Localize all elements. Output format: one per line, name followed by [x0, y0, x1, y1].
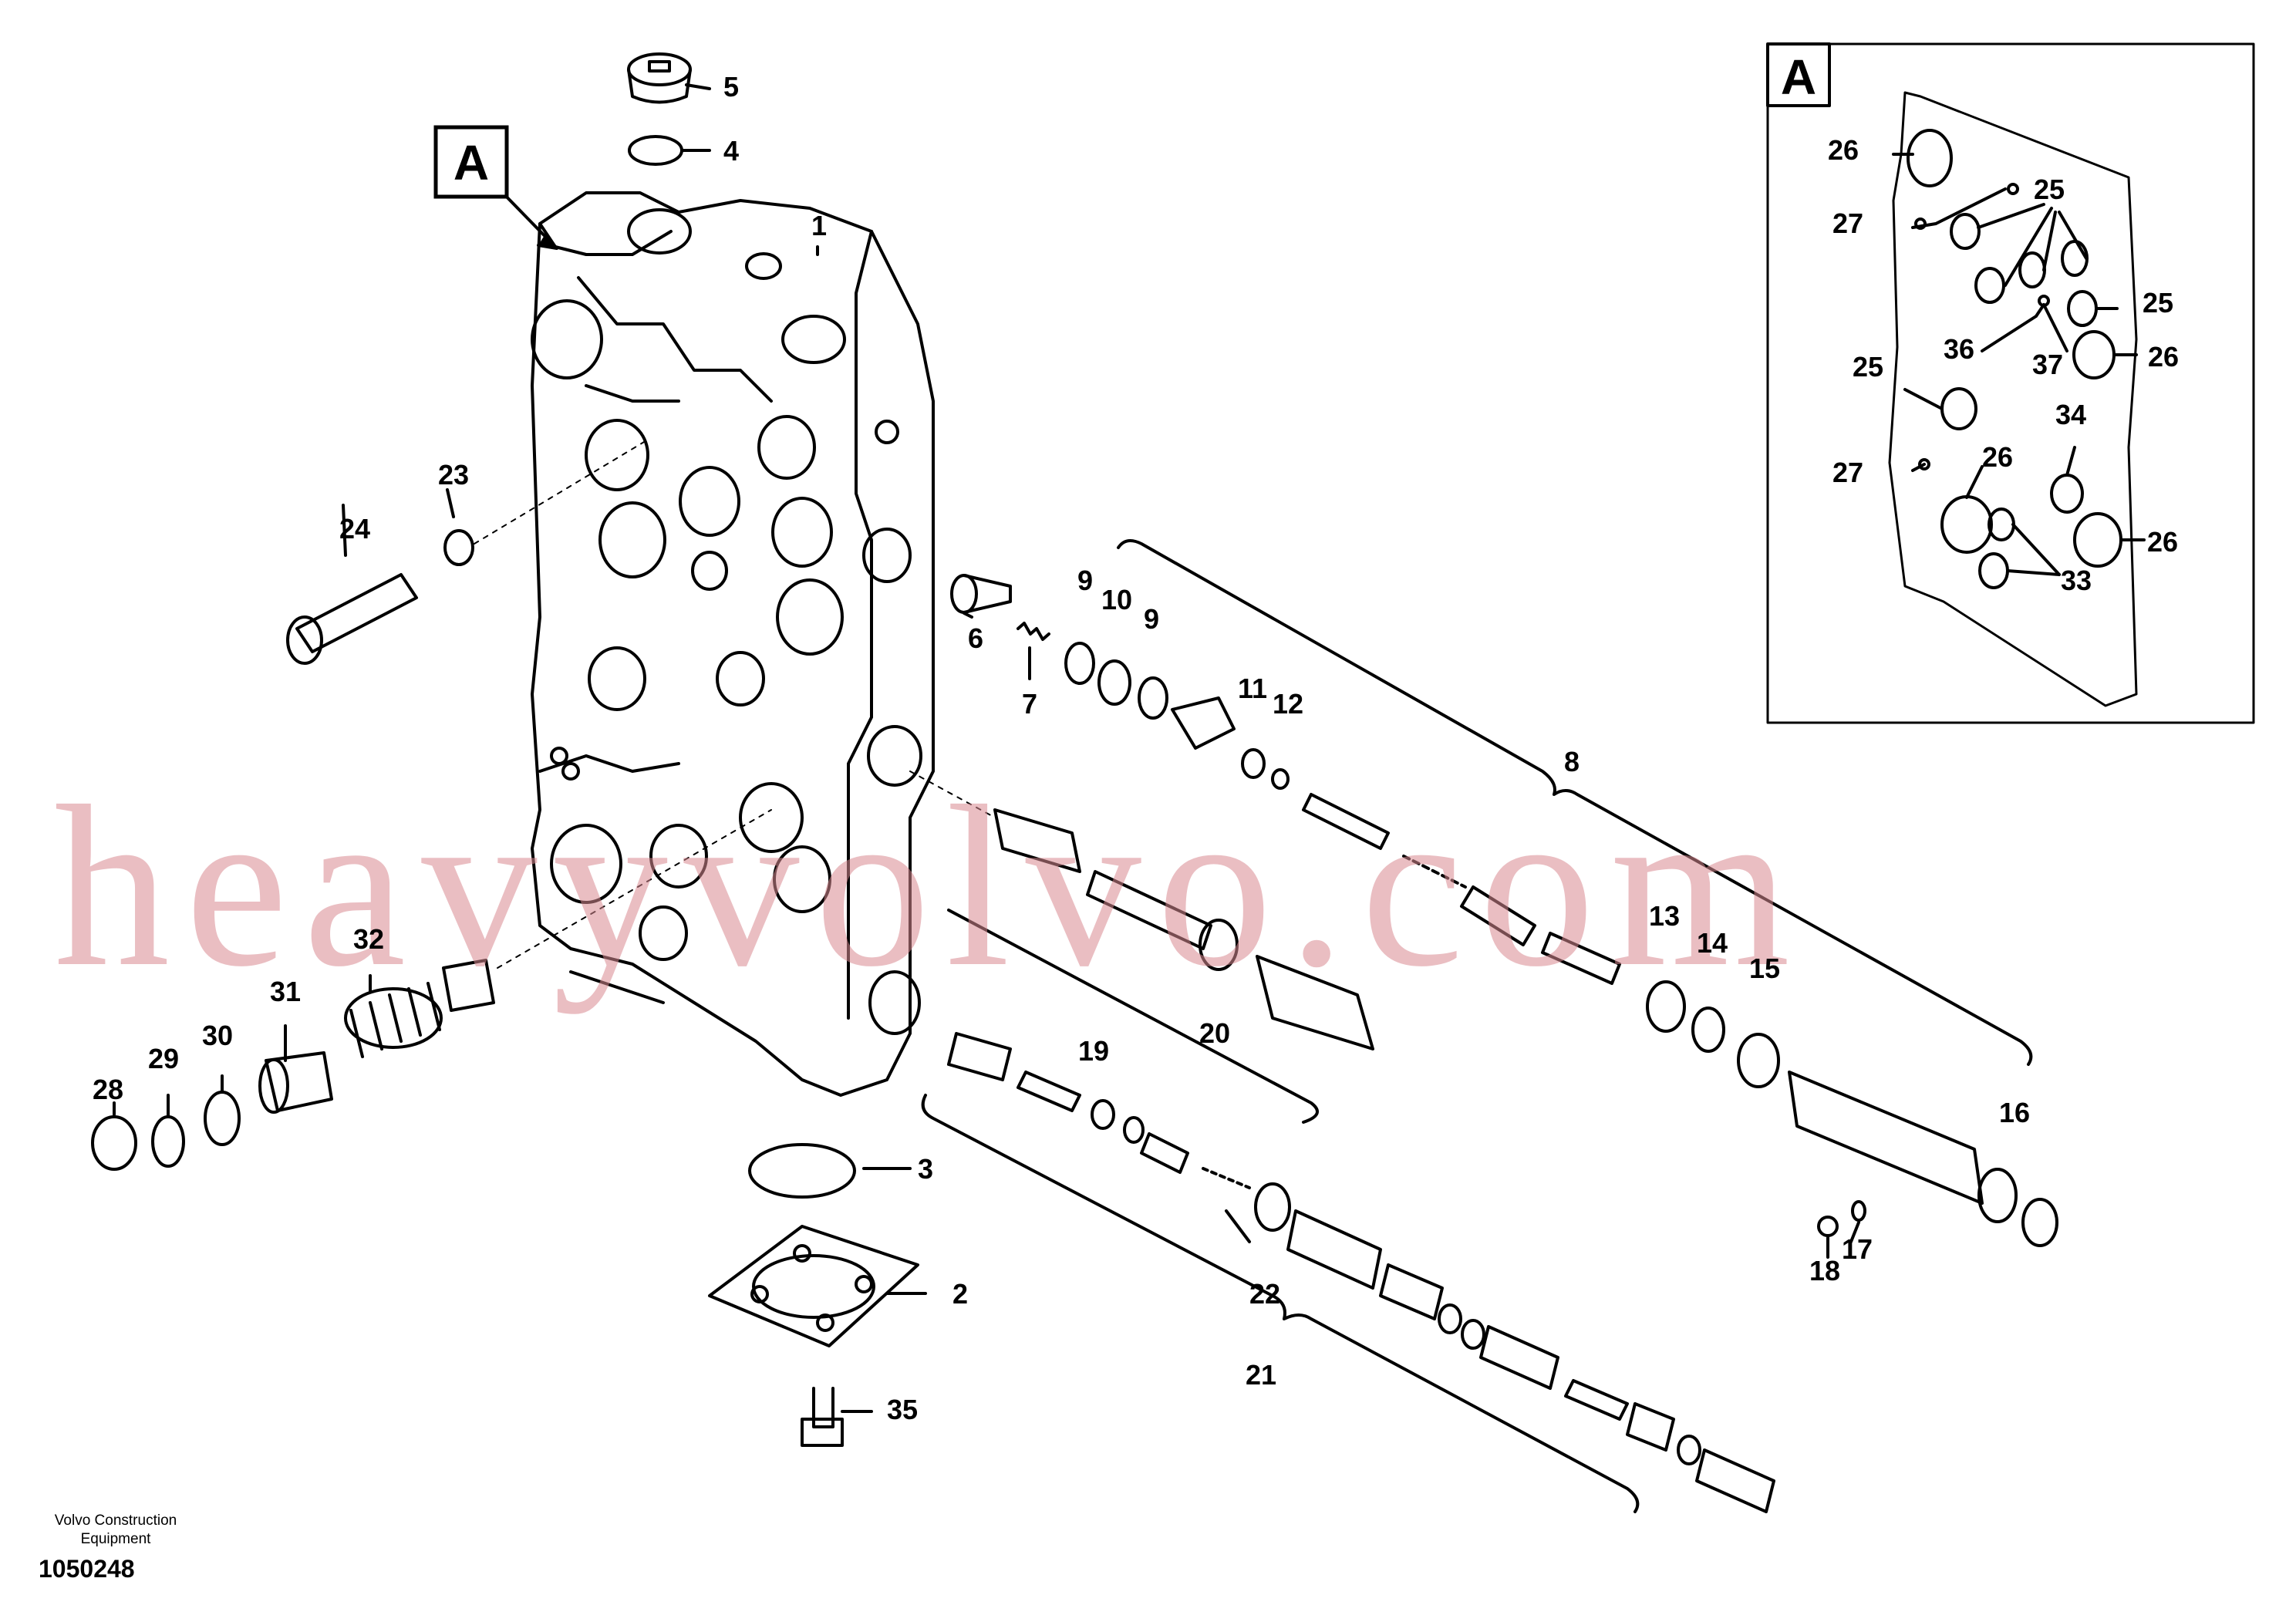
callout-24: 24 — [339, 513, 370, 545]
callout-9b: 9 — [1144, 603, 1159, 635]
inset-callout-26d: 26 — [2147, 526, 2178, 558]
callout-6: 6 — [968, 622, 983, 654]
fitting-part-6 — [950, 574, 1012, 614]
detail-a-inset — [1766, 42, 2255, 724]
o-ring-part-17 — [1851, 1200, 1866, 1222]
callout-1: 1 — [811, 210, 827, 241]
o-ring-part-4 — [628, 135, 683, 166]
callout-17: 17 — [1842, 1233, 1873, 1265]
o-ring-part-3 — [748, 1143, 856, 1199]
callout-32: 32 — [353, 923, 384, 955]
o-ring-part-30 — [204, 1091, 241, 1146]
screw-part-18 — [1817, 1216, 1839, 1237]
plate-part-2 — [708, 1225, 919, 1347]
company-line-1: Volvo Construction — [54, 1512, 177, 1529]
callout-21: 21 — [1246, 1359, 1276, 1391]
inset-callout-26a: 26 — [1828, 134, 1859, 166]
company-name: Volvo Construction Equipment — [31, 1512, 201, 1549]
o-ring-part-29 — [151, 1115, 185, 1168]
inset-callout-26c: 26 — [1982, 441, 2013, 473]
callout-22: 22 — [1249, 1278, 1280, 1310]
inset-callout-27b: 27 — [1832, 457, 1863, 488]
callout-4: 4 — [723, 135, 739, 167]
callout-labels: 5 4 1 23 24 6 7 9 10 9 11 12 8 13 14 15 … — [93, 71, 2030, 1425]
callout-23: 23 — [438, 459, 469, 491]
callout-13: 13 — [1649, 900, 1680, 932]
bolt-part-35 — [801, 1387, 844, 1447]
spool-assembly-part-21 — [947, 1032, 1775, 1513]
bracket-assembly-21 — [921, 1094, 1640, 1513]
inset-callout-33: 33 — [2061, 565, 2092, 596]
spool-part-20 — [993, 808, 1374, 1050]
callout-19: 19 — [1078, 1035, 1109, 1067]
bracket-assembly-8 — [1117, 539, 2033, 1066]
callout-5: 5 — [723, 71, 739, 103]
cap-part-31 — [258, 1051, 333, 1114]
callout-14: 14 — [1697, 927, 1728, 959]
bolt-part-24 — [286, 573, 418, 665]
callout-8: 8 — [1564, 746, 1580, 777]
watermark-text: heavyvolvo.com — [54, 758, 1805, 1015]
callout-12: 12 — [1273, 688, 1303, 720]
spool-assembly-part-8 — [1064, 642, 2058, 1247]
inset-callout-26b: 26 — [2148, 341, 2179, 373]
callout-15: 15 — [1749, 953, 1780, 984]
detail-tag-a: A — [453, 135, 489, 191]
callout-18: 18 — [1809, 1255, 1840, 1286]
callout-29: 29 — [148, 1043, 179, 1074]
callout-11: 11 — [1238, 673, 1267, 704]
inset-callout-25b: 25 — [2143, 287, 2173, 319]
callout-2: 2 — [952, 1278, 968, 1310]
washer-part-23 — [443, 529, 474, 566]
callout-28: 28 — [93, 1074, 123, 1105]
callout-16: 16 — [1999, 1097, 2030, 1128]
sleeve-part-33 — [442, 959, 495, 1012]
callout-3: 3 — [918, 1153, 933, 1185]
inset-callout-25a: 25 — [2034, 174, 2065, 205]
company-line-2: Equipment — [80, 1531, 151, 1547]
plug-part-28 — [91, 1115, 137, 1171]
callout-30: 30 — [202, 1020, 233, 1051]
spring-part-32 — [344, 982, 443, 1058]
callout-20: 20 — [1199, 1017, 1230, 1049]
callout-35: 35 — [887, 1394, 918, 1425]
inset-callout-37: 37 — [2032, 349, 2063, 380]
inset-callout-34: 34 — [2055, 399, 2086, 430]
inset-callout-25c: 25 — [1853, 351, 1883, 383]
bracket-spool-20 — [947, 909, 1319, 1124]
spring-part-7 — [1017, 622, 1050, 641]
drawing-number: 1050248 — [39, 1555, 135, 1583]
callout-10: 10 — [1101, 584, 1132, 615]
callout-7: 7 — [1022, 688, 1037, 720]
valve-body-part-1 — [531, 191, 935, 1097]
inset-callout-36: 36 — [1944, 333, 1974, 365]
callout-9a: 9 — [1077, 565, 1093, 596]
detail-inset-tag-a: A — [1781, 49, 1816, 105]
inset-callout-labels: 26 27 25 25 36 37 26 25 34 27 26 26 33 — [1828, 134, 2179, 596]
plug-part-5 — [627, 52, 692, 104]
callout-31: 31 — [270, 976, 301, 1007]
inset-callout-27a: 27 — [1832, 207, 1863, 239]
